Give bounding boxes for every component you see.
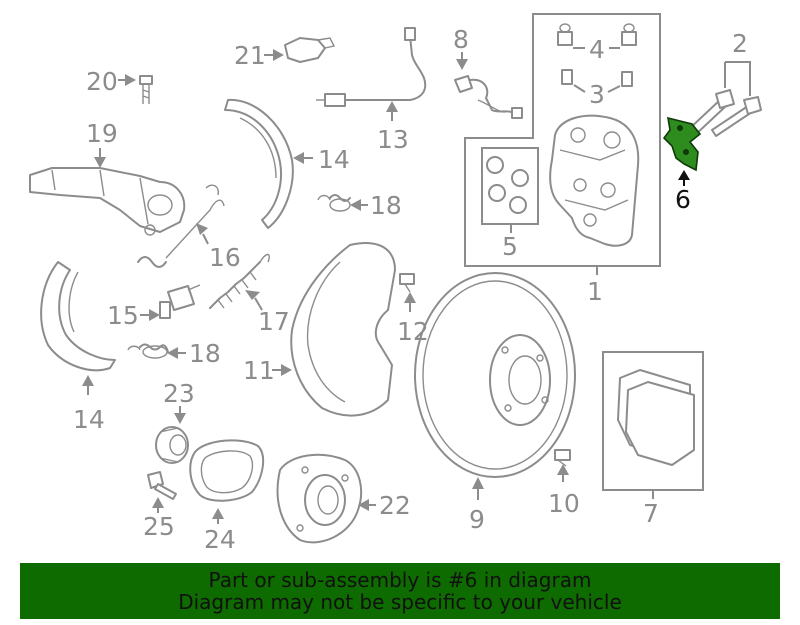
spring-upper	[317, 194, 351, 212]
callout-18a: 18	[370, 191, 402, 220]
brake-disc	[414, 272, 576, 478]
gasket	[189, 439, 265, 502]
callout-5: 5	[502, 232, 518, 261]
brake-pads	[617, 369, 695, 466]
callout-8: 8	[453, 25, 469, 54]
part-info-banner: Part or sub-assembly is #6 in diagram Di…	[20, 563, 780, 619]
wheel-hub	[276, 453, 363, 544]
callout-6: 6	[675, 185, 691, 214]
caliper-assembly-box	[464, 13, 661, 267]
callout-19: 19	[86, 119, 118, 148]
screw-20	[139, 75, 153, 104]
parts-diagram: 1 5 4 3	[29, 13, 762, 554]
caliper-bolts	[687, 89, 762, 137]
seal-rings	[486, 156, 529, 214]
callout-14a: 14	[318, 145, 350, 174]
callout-1: 1	[587, 277, 603, 306]
callout-10: 10	[548, 489, 580, 518]
callout-4: 4	[589, 35, 605, 64]
hub-bolt	[147, 471, 177, 500]
brake-caliper	[549, 114, 640, 247]
bleeder-caps	[557, 23, 637, 46]
callout-22: 22	[379, 491, 411, 520]
wheel-bearing	[155, 426, 189, 464]
brake-hose	[316, 27, 427, 107]
highlighted-part-6	[662, 116, 702, 172]
callout-12: 12	[397, 317, 429, 346]
disc-screw	[554, 449, 571, 467]
callout-11: 11	[243, 356, 275, 385]
banner-line-1: Part or sub-assembly is #6 in diagram	[208, 568, 592, 592]
spring-16	[137, 184, 225, 268]
brake-shoe-lower	[40, 261, 116, 372]
sensor-21	[284, 37, 336, 63]
callout-23: 23	[163, 379, 195, 408]
callout-2: 2	[732, 29, 748, 58]
callout-16: 16	[209, 243, 241, 272]
banner-line-2: Diagram may not be specific to your vehi…	[178, 590, 622, 614]
callout-21: 21	[234, 41, 266, 70]
callout-14b: 14	[73, 405, 105, 434]
callout-17: 17	[258, 307, 290, 336]
callout-25: 25	[143, 512, 175, 541]
callout-20: 20	[86, 67, 118, 96]
callout-24: 24	[204, 525, 236, 554]
brake-shoe-upper	[224, 98, 294, 229]
wear-sensor	[454, 75, 523, 119]
parking-brake-actuator	[29, 167, 186, 236]
callout-18b: 18	[189, 339, 221, 368]
bleeder-screws	[561, 69, 633, 87]
callout-7: 7	[643, 499, 659, 528]
callout-13: 13	[377, 125, 409, 154]
spring-17	[209, 253, 270, 309]
shield-screw	[399, 273, 415, 293]
dust-shield	[290, 242, 396, 417]
callout-9: 9	[469, 505, 485, 534]
spring-lower	[127, 343, 169, 359]
adjuster	[159, 284, 201, 319]
callout-3: 3	[589, 80, 605, 109]
callout-15: 15	[107, 301, 139, 330]
